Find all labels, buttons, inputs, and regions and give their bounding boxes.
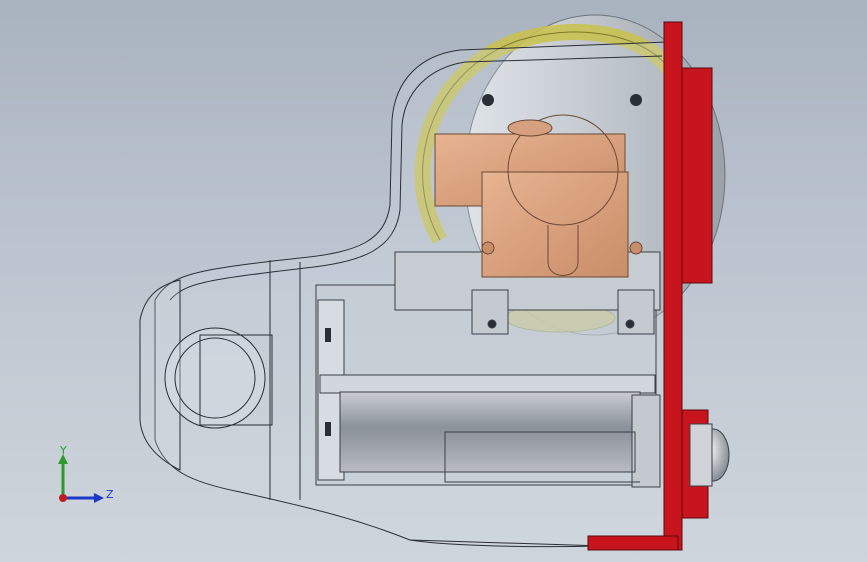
clamp-left[interactable] (471, 289, 509, 335)
z-axis-arrow (63, 493, 104, 503)
left-boss[interactable] (164, 327, 273, 429)
axis-triad: Y Z (58, 444, 114, 503)
copper-bracket[interactable] (434, 114, 629, 278)
clamp-right[interactable] (617, 289, 655, 335)
bolt-holes (325, 94, 643, 436)
y-axis-arrow (58, 454, 68, 498)
cylinder[interactable] (339, 391, 661, 488)
x-axis-dot (59, 494, 67, 502)
y-axis-label: Y (59, 444, 67, 457)
z-axis-label: Z (106, 488, 114, 501)
right-knob[interactable] (689, 423, 730, 487)
